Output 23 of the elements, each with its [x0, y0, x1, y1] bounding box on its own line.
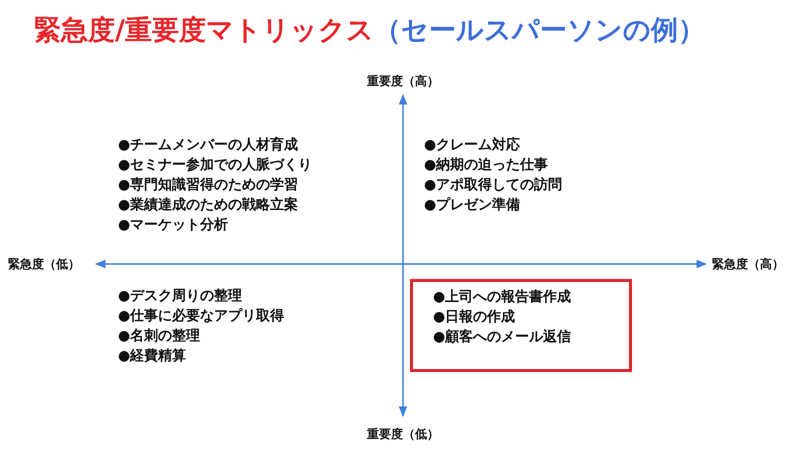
- list-item: ●仕事に必要なアプリ取得: [118, 307, 284, 325]
- list-item: ●納期の迫った仕事: [424, 156, 548, 174]
- list-item: ●アポ取得しての訪問: [424, 176, 562, 194]
- list-item: ●名刺の整理: [118, 327, 200, 345]
- list-item: ●セミナー参加での人脈づくり: [118, 156, 312, 174]
- list-item: ●日報の作成: [433, 308, 516, 326]
- axis-label: 重要度（高）: [367, 73, 439, 90]
- list-item: ●上司への報告書作成: [433, 288, 572, 306]
- axis-label: 緊急度（低）: [8, 256, 80, 273]
- list-item: ●業績達成のための戦略立案: [118, 196, 298, 214]
- list-item: ●クレーム対応: [424, 136, 520, 154]
- list-item: ●デスク周りの整理: [118, 287, 242, 305]
- list-item: ●マーケット分析: [118, 216, 228, 234]
- list-item: ●経費精算: [118, 347, 186, 365]
- axis-label: 重要度（低）: [367, 426, 439, 443]
- list-item: ●顧客へのメール返信: [433, 328, 572, 346]
- highlight-box: [410, 279, 632, 372]
- list-item: ●プレゼン準備: [424, 196, 520, 214]
- list-item: ●専門知識習得のための学習: [118, 176, 298, 194]
- axis-label: 緊急度（高）: [712, 256, 784, 273]
- subtitle: （セールスパーソンの例）: [374, 14, 705, 48]
- list-item: ●チームメンバーの人材育成: [118, 136, 298, 154]
- title: 緊急度/重要度マトリックス: [34, 14, 374, 48]
